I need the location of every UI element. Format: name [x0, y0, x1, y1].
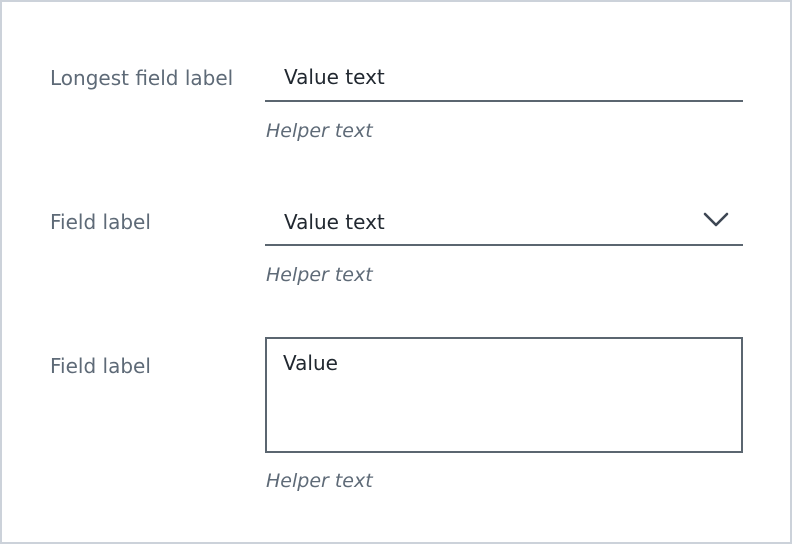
chevron-down-icon	[703, 212, 729, 227]
select-value: Value text	[284, 210, 385, 234]
text-input[interactable]	[265, 56, 743, 102]
field-label-text-input: Longest field label	[50, 66, 234, 90]
field-label-select: Field label	[50, 210, 151, 234]
helper-text-select: Helper text	[266, 264, 373, 286]
textarea-input[interactable]: Value	[265, 337, 743, 453]
helper-text-text-input: Helper text	[266, 120, 373, 142]
select-dropdown[interactable]: Value text	[265, 200, 743, 246]
helper-text-textarea: Helper text	[266, 470, 373, 492]
field-label-textarea: Field label	[50, 354, 151, 378]
